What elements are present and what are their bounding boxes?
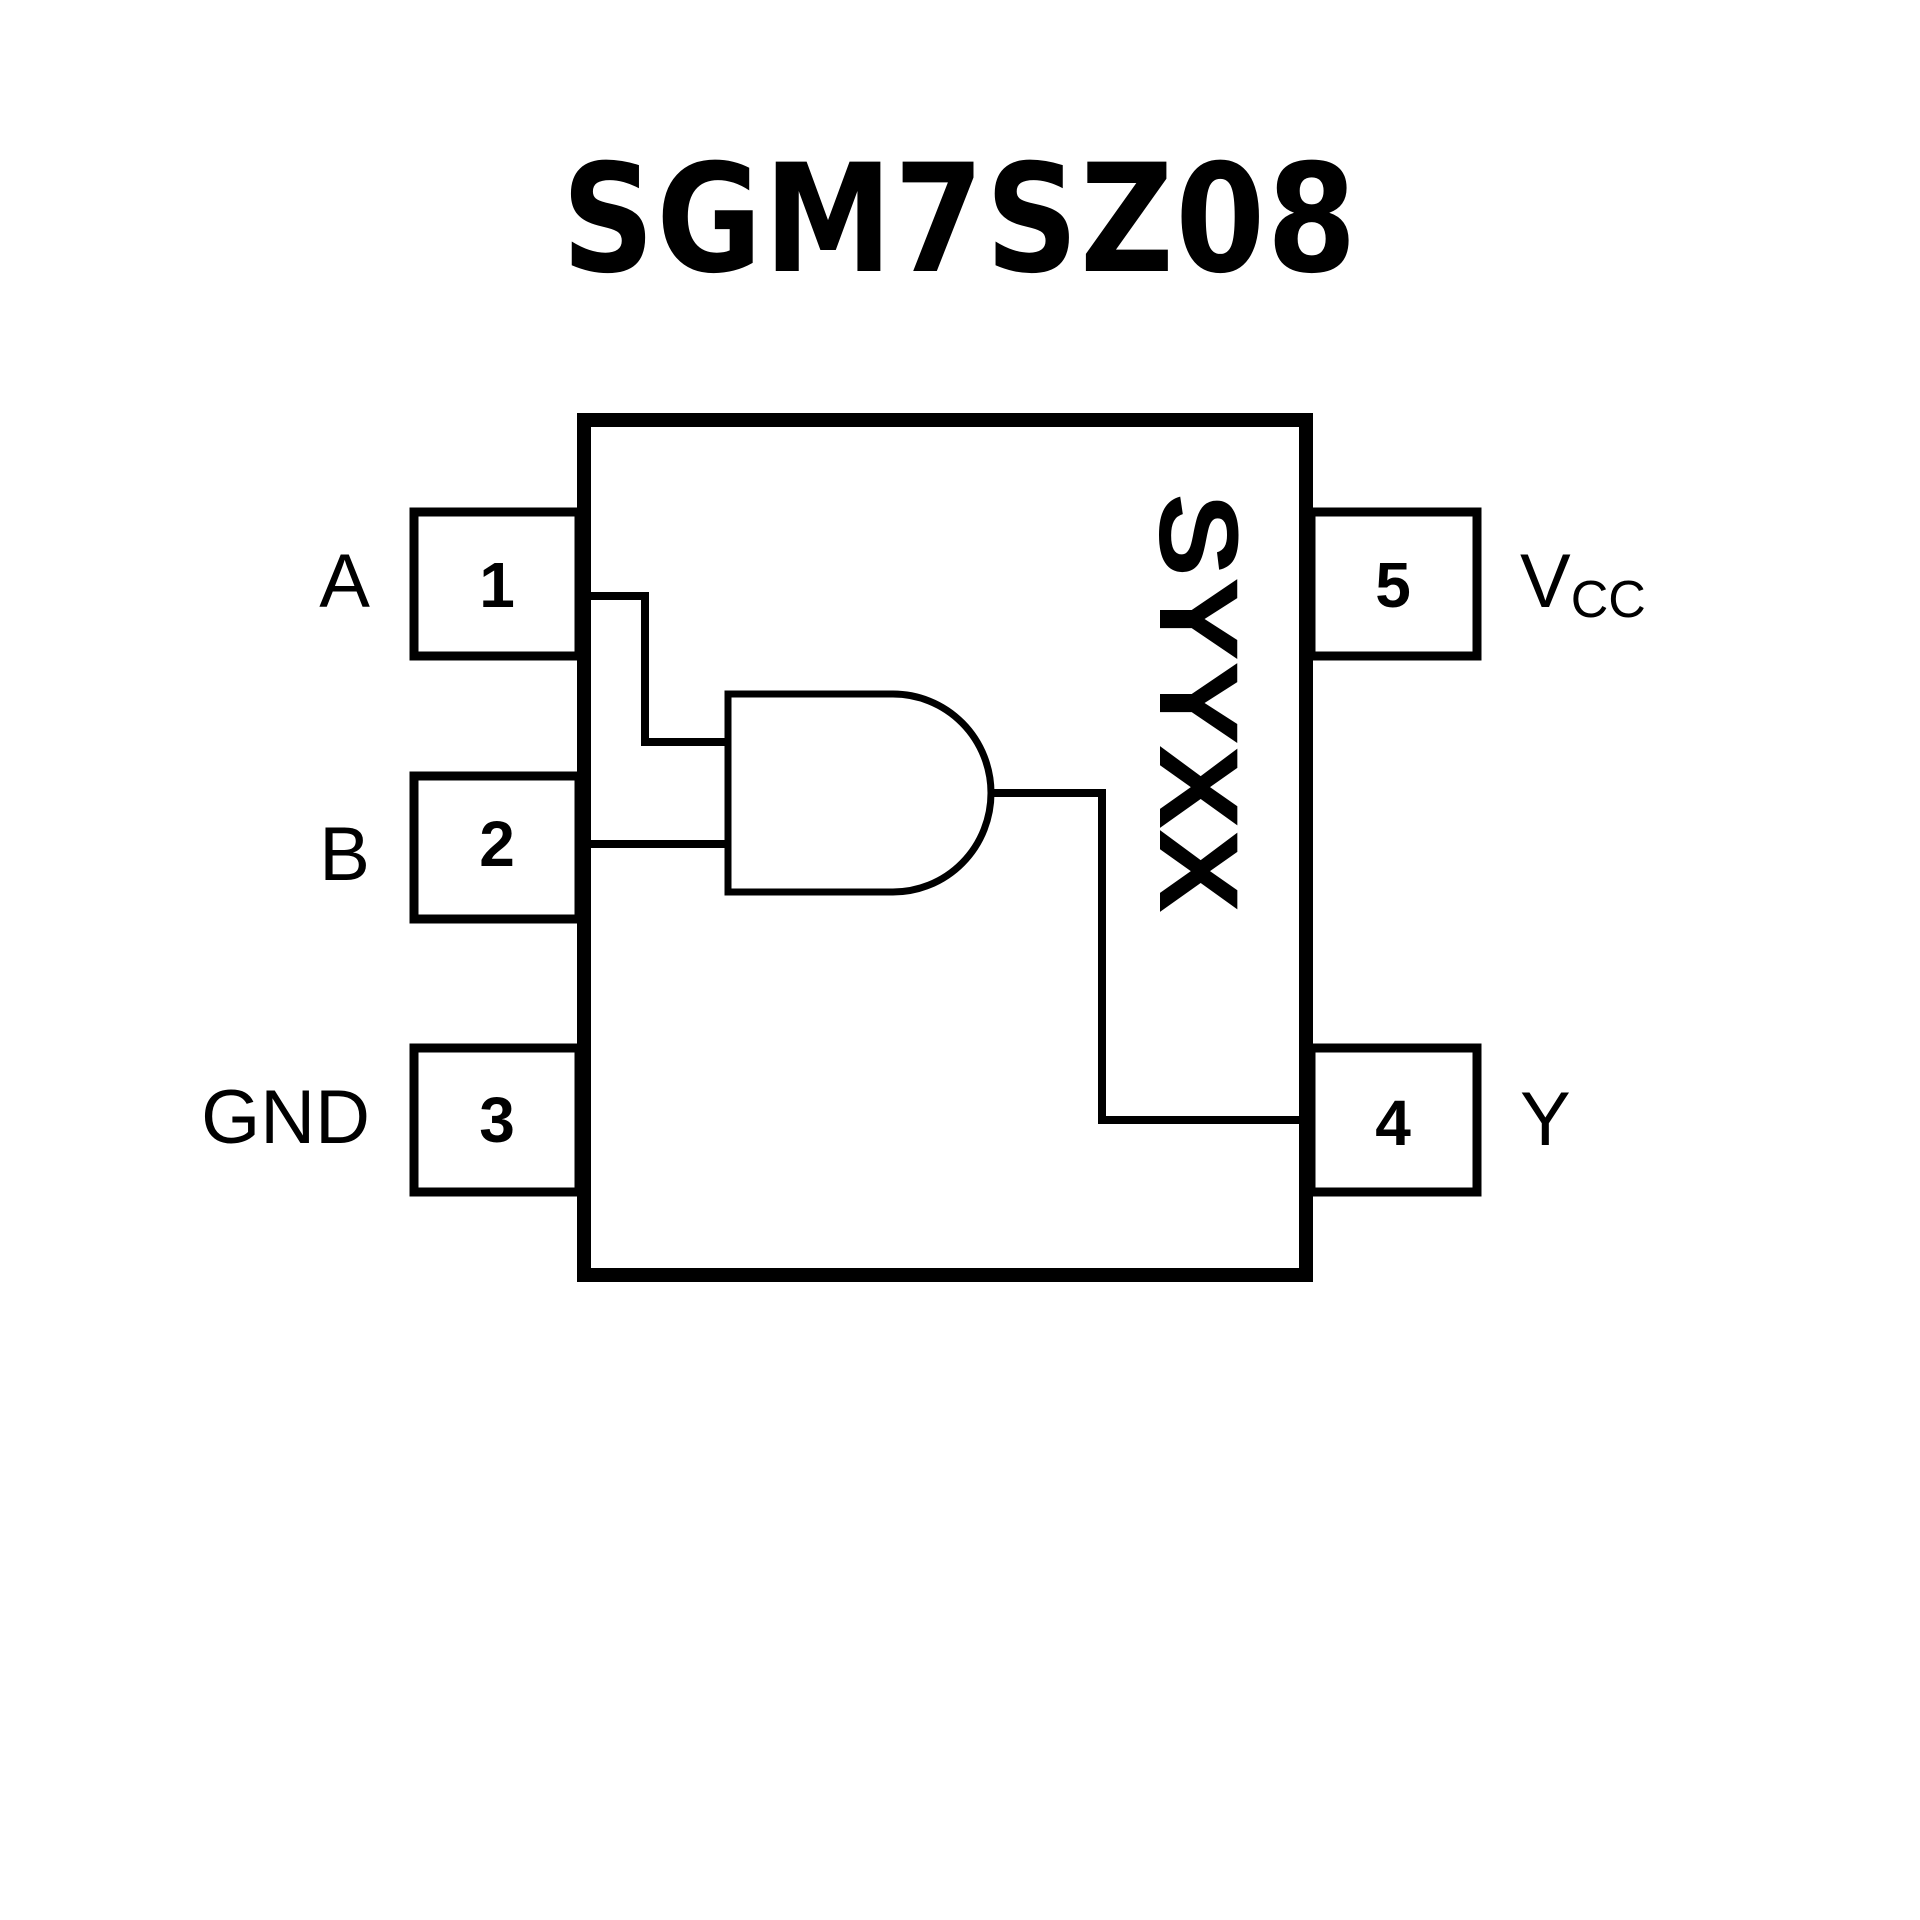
pin-2: 2 B bbox=[319, 771, 584, 924]
pin-1-label: A bbox=[319, 539, 370, 624]
pin-4-label: Y bbox=[1520, 1077, 1571, 1162]
pin-5-box bbox=[1306, 507, 1482, 661]
and-gate-icon bbox=[724, 690, 995, 896]
pin-2-number: 2 bbox=[479, 808, 515, 880]
pin-3-label: GND bbox=[201, 1075, 370, 1160]
wire-input-a bbox=[591, 592, 728, 746]
pin-2-box bbox=[409, 771, 584, 924]
device-title: SGM7SZ08 bbox=[561, 133, 1359, 307]
pin-2-label: B bbox=[319, 812, 370, 897]
pin-1-number: 1 bbox=[479, 549, 515, 621]
pin-1-box bbox=[409, 507, 584, 661]
package-body-outline bbox=[577, 413, 1313, 1282]
pin-3: 3 GND bbox=[201, 1043, 584, 1197]
pin-5-label-main: V bbox=[1520, 539, 1571, 624]
wire-output-y bbox=[991, 789, 1299, 1124]
pin-1: 1 A bbox=[319, 507, 584, 661]
package-marking: SYYXX bbox=[1136, 493, 1261, 913]
pin-5-number: 5 bbox=[1375, 549, 1411, 621]
pin-3-number: 3 bbox=[479, 1084, 515, 1156]
pin-4-number: 4 bbox=[1375, 1087, 1411, 1159]
pin-4: 4 Y bbox=[1306, 1043, 1571, 1197]
pin-5: 5 VCC bbox=[1306, 507, 1646, 661]
pin-5-label-subscript: CC bbox=[1571, 571, 1646, 629]
pin-5-label: VCC bbox=[1520, 539, 1646, 629]
